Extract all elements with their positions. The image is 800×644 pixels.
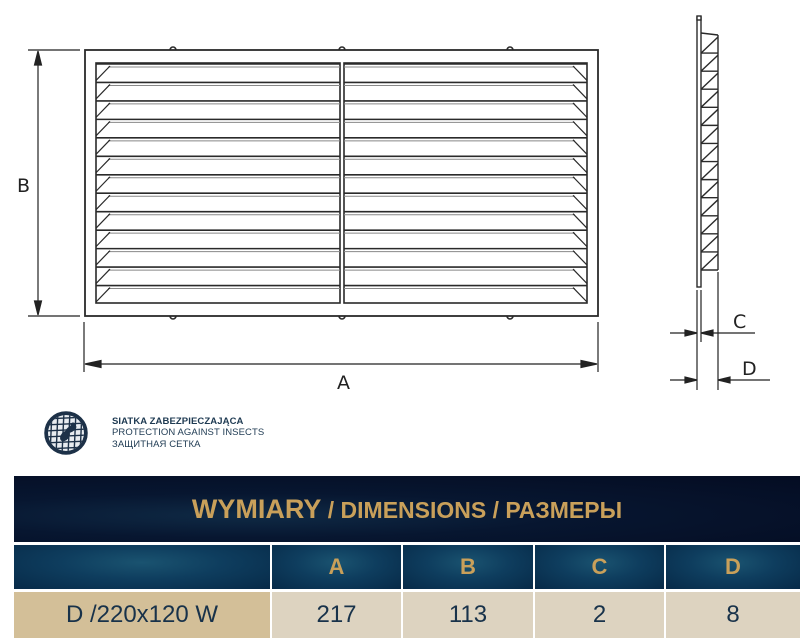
insect-text-en: PROTECTION AGAINST INSECTS xyxy=(112,427,265,439)
side-view xyxy=(696,15,719,288)
column-header-d: D xyxy=(666,545,800,592)
value-d-cell: 8 xyxy=(666,592,800,638)
value-a-cell: 217 xyxy=(272,592,403,638)
dimension-b-label: B xyxy=(17,175,30,197)
dimension-d-label: D xyxy=(742,358,757,380)
front-view xyxy=(84,46,599,320)
dimension-c-label: C xyxy=(733,311,746,333)
dimensions-table: WYMIARY / DIMENSIONS / РАЗМЕРЫ A B C D D… xyxy=(14,476,800,638)
insect-text-pl: SIATKA ZABEZPIECZAJĄCA xyxy=(112,415,244,427)
table-row: D /220x120 W 217 113 2 8 xyxy=(14,592,800,638)
insect-text-ru: ЗАЩИТНАЯ СЕТКА xyxy=(112,438,201,450)
insect-mesh-icon xyxy=(44,411,88,455)
value-c-cell: 2 xyxy=(535,592,666,638)
dimension-b xyxy=(28,49,80,317)
value-b-cell: 113 xyxy=(403,592,535,638)
dimension-a-label: A xyxy=(337,372,350,394)
column-header-b: B xyxy=(403,545,535,592)
dimension-cd xyxy=(670,272,770,390)
column-header-model xyxy=(14,545,272,592)
technical-drawing: B A C D xyxy=(17,15,770,394)
table-title-rest: / DIMENSIONS / РАЗМЕРЫ xyxy=(321,496,623,523)
column-header-row: A B C D xyxy=(14,545,800,592)
insect-protection-note: SIATKA ZABEZPIECZAJĄCA PROTECTION AGAINS… xyxy=(44,411,264,455)
model-cell: D /220x120 W xyxy=(14,592,272,638)
dimension-a xyxy=(83,322,599,372)
column-header-a: A xyxy=(272,545,403,592)
table-title: WYMIARY / DIMENSIONS / РАЗМЕРЫ xyxy=(14,476,800,545)
table-title-pl: WYMIARY xyxy=(191,493,322,524)
column-header-c: C xyxy=(535,545,666,592)
insect-protection-text: SIATKA ZABEZPIECZAJĄCA PROTECTION AGAINS… xyxy=(112,416,264,451)
